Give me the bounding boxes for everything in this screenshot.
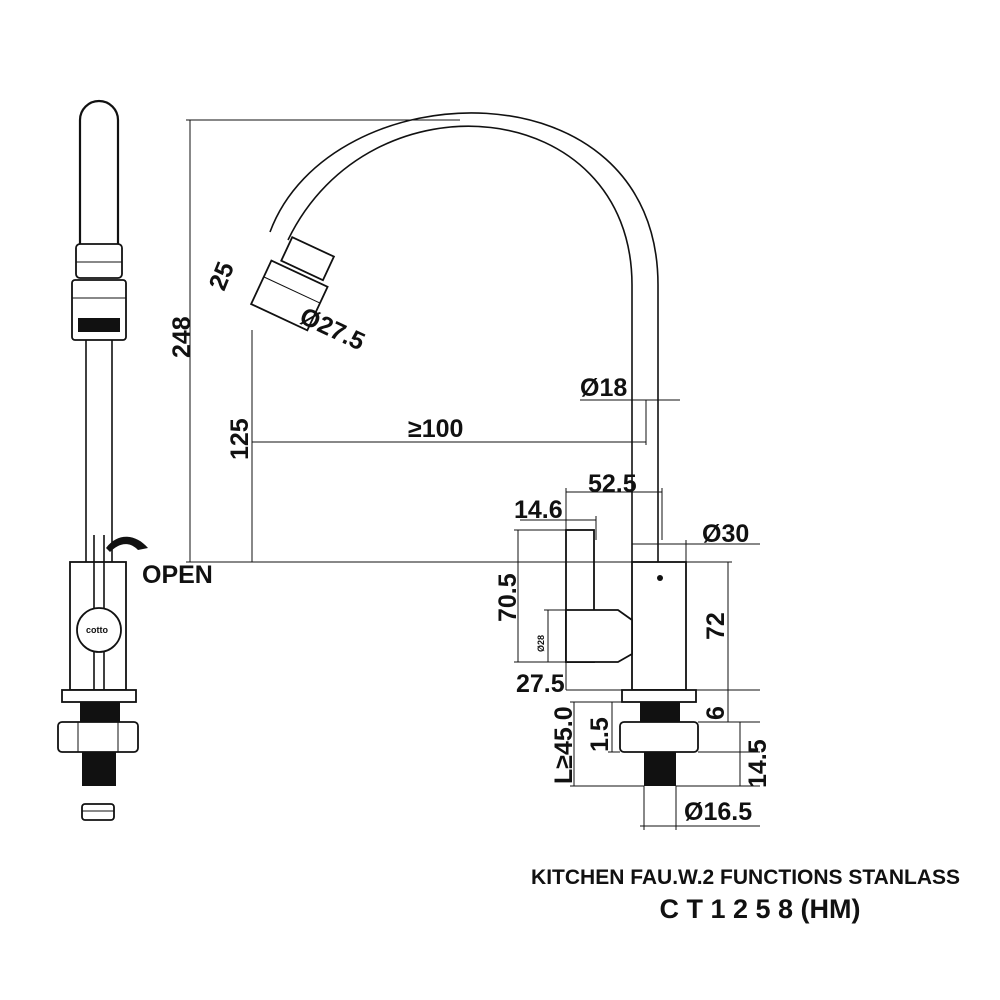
dim-nut-1-5: 1.5 [586,717,614,752]
front-rubber-seal [640,702,680,722]
title-line-2: C T 1 2 5 8 (HM) [659,894,860,924]
dim-reach-100: ≥100 [408,415,463,443]
side-shank [82,752,116,786]
side-washer [81,803,115,821]
dim-248: 248 [168,316,196,358]
dim-handle-70-5: 70.5 [494,573,522,622]
handle-knob [565,609,633,663]
front-view-faucet [249,112,699,786]
dim-handle-14-6: 14.6 [514,496,563,524]
dim-base-6: 6 [702,706,730,720]
dim-shank-dia: Ø16.5 [684,798,752,826]
front-body [631,561,687,691]
dim-handle-27-5: 27.5 [516,670,565,698]
front-nut [619,721,699,753]
open-arrow-icon [106,536,148,552]
dim-offset-52-5: 52.5 [588,470,637,498]
dim-body-72: 72 [702,612,730,640]
dim-handle-dia: Ø28 [536,635,546,652]
side-aerator-mesh [78,318,120,332]
dim-body-dia: Ø30 [702,520,749,548]
gooseneck-inner [269,112,659,562]
front-aerator-collar [280,235,336,282]
side-view-faucet [57,99,148,821]
dim-125: 125 [226,418,254,460]
title-line-1: KITCHEN FAU.W.2 FUNCTIONS STANLASS [531,866,960,889]
dim-pipe-dia: Ø18 [580,374,627,402]
side-nut [57,721,139,753]
side-handle-disc [76,607,122,653]
dim-aerator-dia: Ø27.5 [295,302,369,356]
front-shank [644,752,676,786]
dim-nut-14-5: 14.5 [744,739,772,788]
dimension-lines [186,119,760,830]
side-aerator-collar [75,243,123,279]
gooseneck-outer [287,125,633,562]
brand-mark: cotto [86,625,108,635]
dim-shank-l45: L≥45.0 [550,706,578,784]
side-rubber-seal [80,702,120,722]
front-base-plate [621,689,697,703]
side-base-plate [61,689,137,703]
dim-aerator-25: 25 [204,258,240,294]
open-label: OPEN [142,561,213,589]
side-pipe-top [78,99,120,245]
front-aerator [249,259,329,332]
